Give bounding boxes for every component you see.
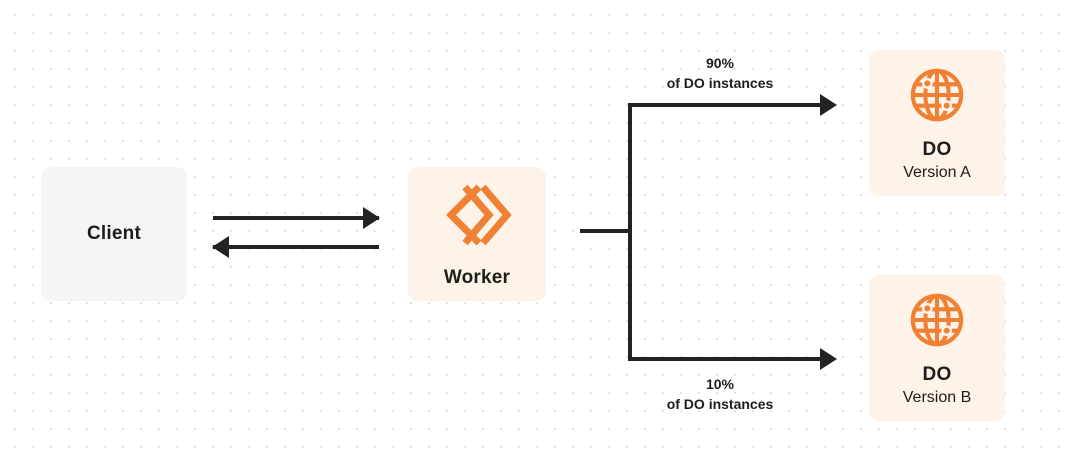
durable-object-globe-icon — [906, 289, 968, 356]
edge-worker-to-do-b-arrowhead — [820, 348, 837, 370]
node-do-version-b-subtitle: Version B — [902, 388, 972, 406]
edge-worker-to-do-b-percent: 10% — [705, 376, 735, 392]
node-do-version-b-title: DO — [922, 363, 952, 385]
edge-worker-to-do-a-label: 90% of DO instances — [600, 53, 840, 94]
node-client[interactable]: Client — [41, 167, 187, 301]
node-worker-label: Worker — [443, 267, 511, 289]
edge-client-to-worker-line — [213, 216, 379, 220]
edge-worker-to-do-a-description: of DO instances — [666, 75, 774, 92]
node-do-version-a[interactable]: DO Version A — [869, 50, 1005, 196]
node-do-version-a-subtitle: Version A — [903, 163, 971, 181]
edge-worker-to-client-line — [213, 245, 379, 249]
edge-split-stem — [580, 229, 632, 233]
edge-worker-to-do-a-line — [628, 103, 828, 107]
edge-client-to-worker-arrowhead — [363, 207, 380, 229]
edge-worker-to-do-b-description: of DO instances — [666, 396, 774, 413]
edge-worker-to-client-arrowhead — [212, 236, 229, 258]
node-do-version-b[interactable]: DO Version B — [869, 275, 1005, 421]
durable-object-globe-icon — [906, 64, 968, 131]
edge-split-riser — [628, 103, 632, 361]
node-do-version-a-title: DO — [922, 138, 952, 160]
node-worker[interactable]: Worker — [408, 167, 546, 301]
edge-worker-to-do-b-line — [628, 357, 828, 361]
edge-worker-to-do-a-arrowhead — [820, 94, 837, 116]
edge-worker-to-do-b-label: 10% of DO instances — [600, 374, 840, 415]
cloudflare-workers-icon — [441, 179, 513, 256]
node-client-label: Client — [87, 222, 141, 244]
edge-worker-to-do-a-percent: 90% — [705, 55, 735, 71]
